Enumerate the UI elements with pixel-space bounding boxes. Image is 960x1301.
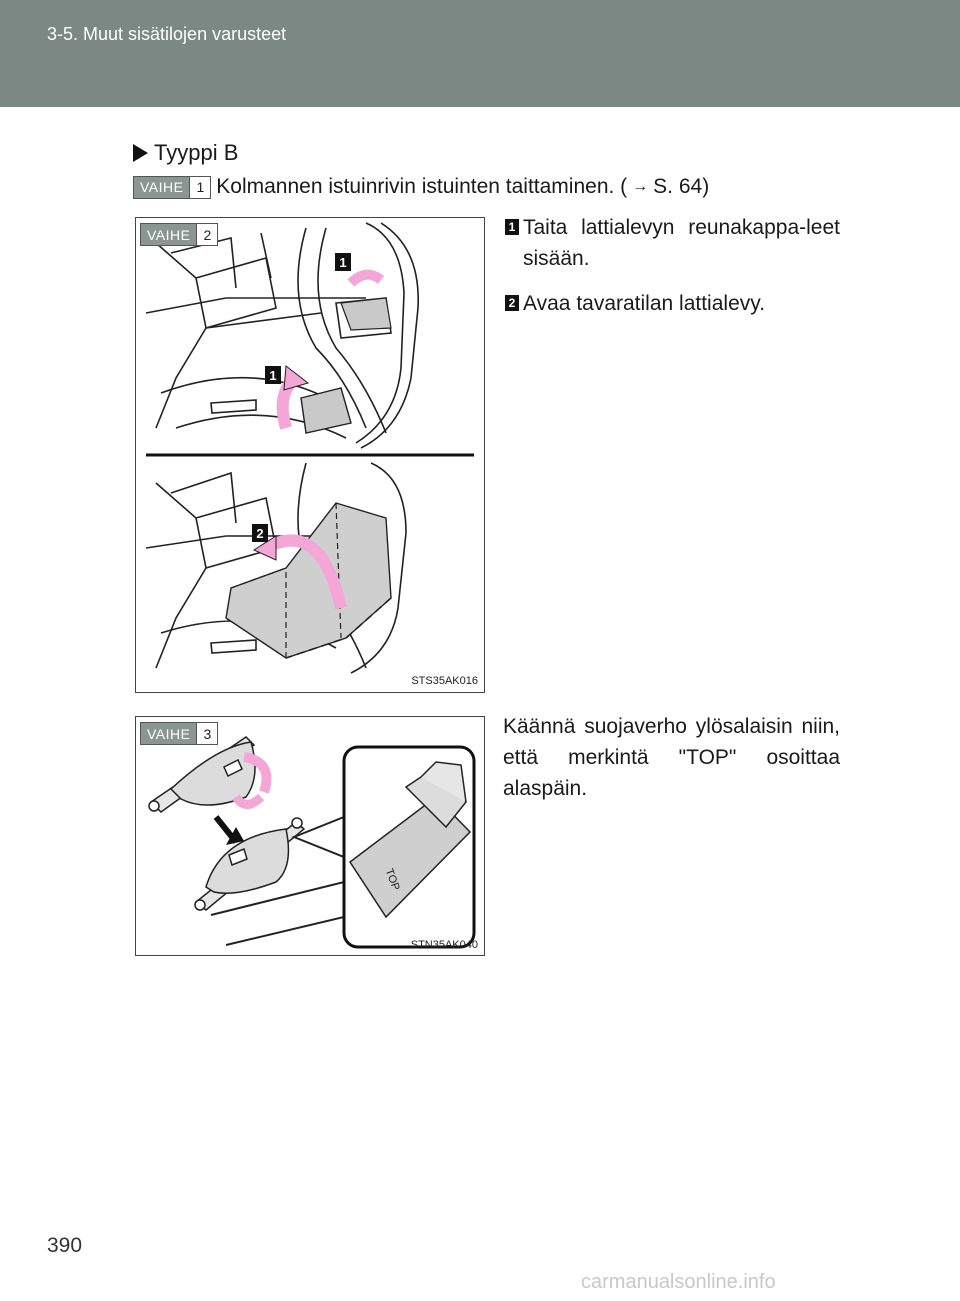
list-item-text: Avaa tavaratilan lattialevy.: [523, 292, 766, 315]
step-3-text: Käännä suojaverho ylösalaisin niin, että…: [503, 715, 840, 800]
svg-text:1: 1: [269, 368, 276, 383]
step-badge: VAIHE 3: [140, 722, 219, 745]
type-label: Tyyppi B: [154, 140, 239, 165]
step-badge: VAIHE 2: [140, 223, 219, 246]
triangle-bullet-icon: [133, 144, 148, 162]
svg-text:2: 2: [256, 526, 263, 541]
step-1-text: Kolmannen istuinrivin istuinten taittami…: [216, 175, 628, 198]
svg-text:1: 1: [339, 255, 346, 270]
figure-code: STN35AK040: [410, 939, 478, 951]
watermark: carmanualsonline.info: [581, 1271, 776, 1293]
list-item: 2 Avaa tavaratilan lattialevy.: [505, 288, 840, 319]
cargo-floor-illustration: 1 1 2: [145, 222, 474, 674]
list-item: 1 Taita lattialevyn reunakappa-leet sisä…: [505, 212, 840, 274]
step-badge-label: VAIHE: [141, 224, 197, 245]
figure-code: STS35AK016: [411, 675, 478, 687]
page-number: 390: [47, 1234, 83, 1257]
type-heading: Tyyppi B: [133, 140, 238, 166]
step-badge-label: VAIHE: [134, 176, 190, 198]
step-badge-number: 1: [189, 176, 211, 198]
number-box: 2: [505, 295, 519, 311]
page-header: 3-5. Muut sisätilojen varusteet: [0, 0, 960, 107]
step-2-instructions: 1 Taita lattialevyn reunakappa-leet sisä…: [505, 212, 840, 333]
step-badge-label: VAIHE: [141, 723, 197, 744]
tonneau-cover-illustration: [148, 736, 476, 949]
step-1: VAIHE 1 Kolmannen istuinrivin istuinten …: [133, 175, 709, 199]
step-badge: VAIHE 1: [133, 175, 212, 199]
number-box: 1: [505, 219, 519, 235]
step-2-figure: 1 1 2 VAIHE 2 STS35AK016: [135, 217, 485, 693]
step-badge-number: 2: [196, 224, 218, 245]
step-1-ref[interactable]: S. 64): [653, 175, 710, 198]
step-badge-number: 3: [196, 723, 218, 744]
arrow-ref-icon: →: [632, 178, 649, 195]
section-title: 3-5. Muut sisätilojen varusteet: [47, 24, 287, 44]
step-3-figure: TOP VAIHE 3 STN35AK040: [135, 716, 485, 956]
list-item-text: Taita lattialevyn reunakappa-leet sisään…: [523, 216, 840, 270]
